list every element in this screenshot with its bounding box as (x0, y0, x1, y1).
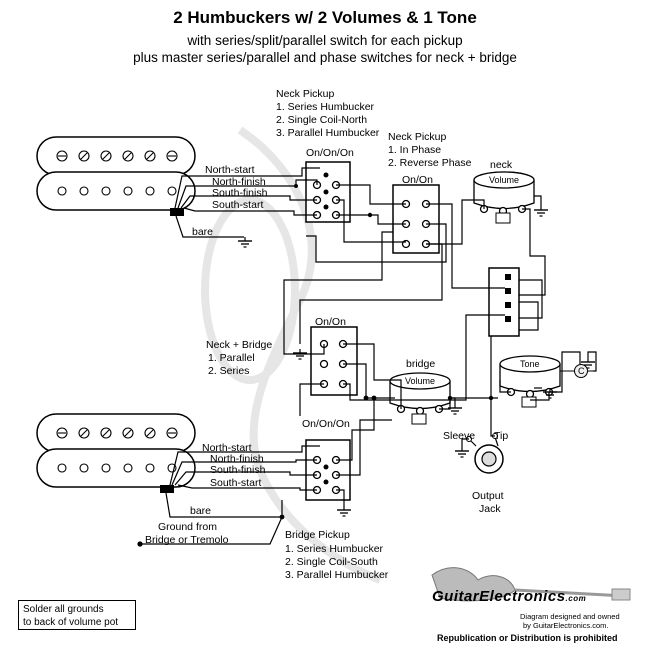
brand-logo: GuitarElectronics.com (432, 588, 586, 605)
guitar-watermark (201, 126, 382, 584)
wires (140, 167, 597, 545)
credit-line: Diagram designed and owned (520, 612, 620, 621)
guitar-electronics-logo-emblem (431, 567, 631, 602)
list-item: 2. Reverse Phase (388, 157, 472, 169)
bridge-volume-pot (389, 372, 451, 425)
list-item: 2. Single Coil-North (276, 114, 368, 126)
tone-pot (499, 355, 561, 408)
neck-switch-options: 1. Series Humbucker 2. Single Coil-North… (276, 101, 379, 140)
jack-name-label: Jack (479, 503, 501, 515)
tone-label: Tone (520, 359, 540, 369)
legend-line: to back of volume pot (23, 617, 119, 628)
ground-note: Bridge or Tremolo (145, 534, 229, 546)
ground-symbol (533, 206, 549, 217)
wire-label: North-finish (210, 453, 264, 465)
wire-label: bare (190, 505, 212, 517)
wire-label: bare (192, 226, 214, 238)
list-item: 1. In Phase (388, 144, 442, 156)
legend-line: Solder all grounds (23, 604, 104, 615)
wire-label: North-start (205, 164, 255, 176)
wire-label: South-start (210, 477, 262, 489)
neck-humbucker (36, 136, 196, 216)
terminal-strip (488, 267, 520, 337)
neck-phase-switch (392, 184, 440, 254)
tone-capacitor (560, 364, 593, 378)
wire-label: South-finish (210, 464, 266, 476)
list-item: 2. Single Coil-South (285, 556, 378, 568)
series-parallel-heading: Neck + Bridge (206, 339, 273, 351)
copyright-notice: Republication or Distribution is prohibi… (437, 633, 618, 643)
bridge-pot-label: bridge (406, 358, 436, 370)
list-item: 3. Parallel Humbucker (276, 127, 380, 139)
list-item: 1. Series Humbucker (276, 101, 375, 113)
neck-pot-label: neck (490, 159, 513, 171)
output-jack (466, 433, 504, 474)
ground-symbol (336, 506, 352, 517)
solder-joints (137, 184, 494, 547)
list-item: 2. Series (208, 365, 250, 377)
credit-line: by GuitarElectronics.com. (523, 621, 609, 630)
list-item: 3. Parallel Humbucker (285, 569, 389, 581)
jack-sleeve-label: Sleeve (443, 430, 476, 442)
wire-label: North-start (202, 442, 252, 454)
diagram-subtitle: plus master series/parallel and phase sw… (133, 50, 517, 65)
neck-coil-switch (305, 161, 351, 223)
switch-type-label: On/On/On (306, 147, 354, 159)
diagram-title: 2 Humbuckers w/ 2 Volumes & 1 Tone (173, 8, 477, 27)
phase-switch-heading: Neck Pickup (388, 131, 447, 143)
wire-label: North-finish (212, 176, 266, 188)
phase-switch-options: 1. In Phase 2. Reverse Phase (388, 144, 471, 170)
bridge-humbucker (36, 413, 196, 493)
capacitor-label: C (578, 366, 585, 376)
wire-label: South-finish (212, 187, 268, 199)
switch-type-label: On/On/On (302, 418, 350, 430)
volume-label: Volume (489, 175, 520, 185)
neck-volume-pot (473, 171, 535, 224)
switch-type-label: On/On (315, 316, 346, 328)
list-item: 1. Parallel (208, 352, 255, 364)
brand-name: GuitarElectronics (432, 588, 566, 605)
list-item: 1. Series Humbucker (285, 543, 384, 555)
brand-suffix: .com (565, 594, 587, 603)
wire-label: South-start (212, 199, 264, 211)
ground-note: Ground from (158, 521, 217, 533)
volume-label: Volume (405, 376, 436, 386)
ground-symbol (454, 447, 470, 458)
switch-type-label: On/On (402, 174, 433, 186)
jack-name-label: Output (472, 490, 504, 502)
bridge-switch-options: 1. Series Humbucker 2. Single Coil-South… (285, 543, 388, 582)
ground-legend: Solder all grounds to back of volume pot (18, 600, 136, 630)
neck-switch-heading: Neck Pickup (276, 88, 335, 100)
series-parallel-options: 1. Parallel 2. Series (208, 352, 255, 378)
bridge-switch-heading: Bridge Pickup (285, 529, 350, 541)
jack-tip-label: Tip (494, 430, 509, 442)
diagram-subtitle: with series/split/parallel switch for ea… (187, 33, 463, 48)
ground-symbol (237, 237, 253, 248)
